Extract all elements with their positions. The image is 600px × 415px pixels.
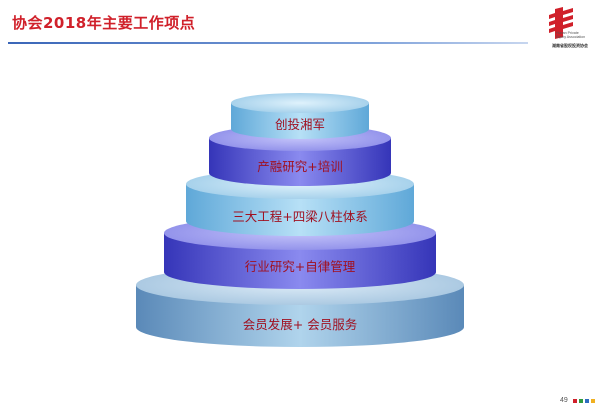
tier-label-5: 会员发展+ 会员服务 (242, 317, 358, 332)
dot-yellow (591, 399, 595, 403)
dot-green (579, 399, 583, 403)
title-rule (8, 42, 528, 44)
logo-line-1: Hunan Private (556, 31, 579, 35)
dot-red (573, 399, 577, 403)
page-dots (573, 399, 595, 403)
tier-label-1: 创投湘军 (274, 117, 326, 132)
pyramid-tier-1 (231, 93, 369, 139)
logo-line-2: Equity Association (556, 35, 586, 39)
tier-label-2: 产融研究+培训 (257, 159, 343, 174)
page-number: 49 (560, 397, 568, 404)
dot-blue (585, 399, 589, 403)
slide-title: 协会2018年主要工作项点 (12, 14, 196, 32)
tier-label-4: 行业研究+自律管理 (244, 259, 356, 274)
tier-label-3: 三大工程+四梁八柱体系 (232, 209, 368, 224)
logo-chinese: 湖南省股权投资协会 (552, 43, 588, 48)
association-logo-icon (549, 7, 573, 39)
